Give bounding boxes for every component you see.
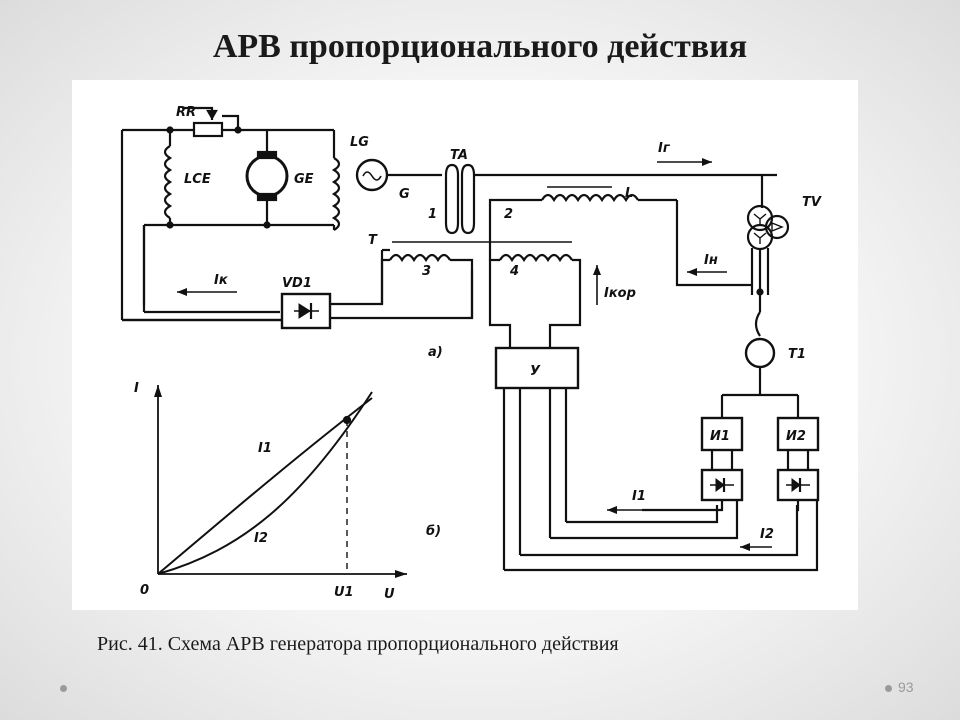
label-ikor: Iкор bbox=[604, 286, 636, 301]
graph-curve-i1-label: I1 bbox=[258, 441, 272, 456]
slide-dot-left bbox=[60, 685, 67, 692]
amplifier-y bbox=[494, 346, 819, 572]
characteristic-graph bbox=[154, 385, 407, 578]
reactor-l bbox=[488, 186, 747, 287]
label-lg: LG bbox=[350, 135, 369, 150]
ta-transformer bbox=[444, 163, 777, 235]
label-vd1: VD1 bbox=[282, 276, 312, 291]
label-y: У bbox=[530, 364, 541, 379]
label-lce: LCE bbox=[184, 172, 211, 187]
label-winding-2: 2 bbox=[504, 207, 513, 222]
label-ig: Iг bbox=[658, 141, 671, 156]
label-t1: Т1 bbox=[788, 347, 806, 362]
t1-transformer bbox=[720, 311, 800, 420]
ik-current-arrow bbox=[177, 288, 237, 296]
page-number: 93 bbox=[898, 679, 914, 695]
in-current-arrow bbox=[687, 268, 727, 276]
graph-curve-i2-label: I2 bbox=[254, 531, 268, 546]
graph-x-axis-label: U bbox=[384, 587, 395, 602]
tv-transformer bbox=[746, 175, 790, 312]
label-l: L bbox=[625, 186, 633, 201]
graph-y-axis-label: I bbox=[134, 381, 139, 396]
label-in: Iн bbox=[704, 253, 718, 268]
schematic-figure: RR LCE GE LG G TA Iг L TV T 1 2 3 4 Iк V… bbox=[72, 80, 858, 610]
label-ge: GE bbox=[294, 172, 314, 187]
label-winding-4: 4 bbox=[509, 264, 519, 279]
slide-dot-right bbox=[885, 685, 892, 692]
label-g: G bbox=[399, 187, 410, 202]
label-ik: Iк bbox=[214, 273, 229, 288]
figure-caption: Рис. 41. Схема АРВ генератора пропорцион… bbox=[97, 633, 619, 655]
measure-blocks bbox=[642, 416, 820, 512]
slide-title: АРВ пропорционального действия bbox=[212, 28, 748, 65]
label-rr: RR bbox=[176, 105, 196, 120]
graph-u1-label: U1 bbox=[334, 585, 354, 600]
label-part-b: б) bbox=[426, 524, 441, 539]
label-i2-current: I2 bbox=[760, 527, 774, 542]
i2-current-arrow bbox=[740, 543, 772, 551]
ig-current-arrow bbox=[657, 158, 712, 166]
label-tv: TV bbox=[802, 195, 822, 210]
label-winding-3: 3 bbox=[422, 264, 431, 279]
label-i1-block: И1 bbox=[710, 429, 730, 444]
label-t: T bbox=[368, 233, 378, 248]
excitation-feed-wire bbox=[142, 225, 280, 314]
ikor-current-arrow bbox=[593, 265, 601, 305]
transformer-t bbox=[380, 230, 582, 350]
graph-origin-label: 0 bbox=[140, 583, 149, 598]
schematic-svg: RR LCE GE LG G TA Iг L TV T 1 2 3 4 Iк V… bbox=[120, 105, 822, 602]
label-i2-block: И2 bbox=[786, 429, 806, 444]
label-winding-1: 1 bbox=[428, 207, 437, 222]
label-i1-current: I1 bbox=[632, 489, 646, 504]
generator-lg bbox=[355, 158, 442, 192]
label-ta: TA bbox=[450, 148, 468, 163]
i1-current-arrow bbox=[607, 506, 642, 514]
label-part-a: а) bbox=[428, 345, 443, 360]
